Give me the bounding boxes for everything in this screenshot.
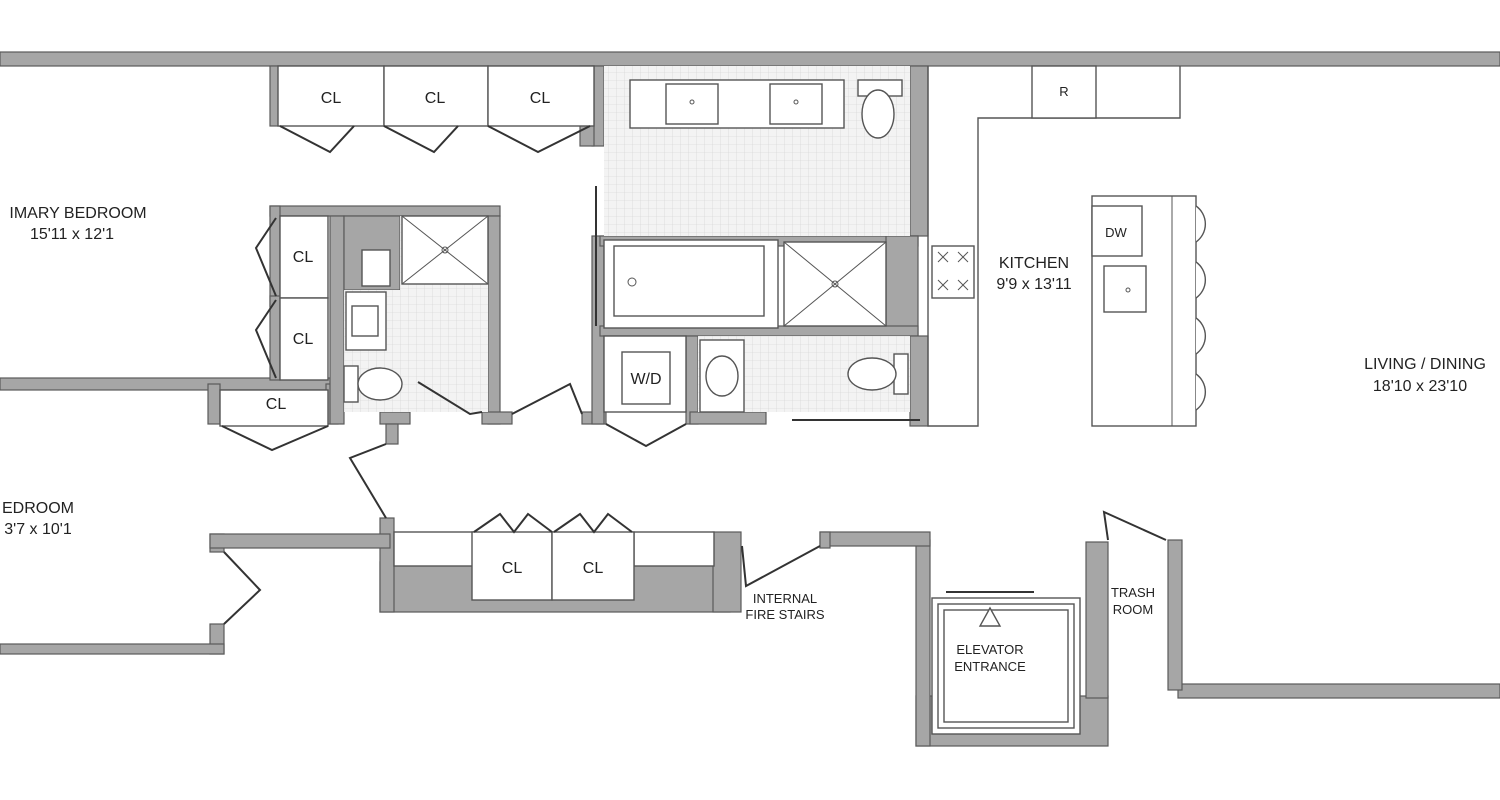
closet-label: CL (425, 90, 446, 107)
kitchen-dims: 9'9 x 13'11 (996, 276, 1071, 293)
hall-closets: CL CL (393, 512, 715, 601)
building-core (741, 510, 1167, 735)
trash-room-label-1: TRASH (1111, 585, 1155, 600)
closet-label: CL (530, 90, 551, 107)
fire-stairs-label-1: INTERNAL (753, 591, 817, 606)
refrigerator-label: R (1059, 84, 1068, 99)
top-closets: CL CL CL (277, 65, 595, 154)
living-dining-name: LIVING / DINING (1364, 356, 1486, 373)
room-labels: IMARY BEDROOM 15'11 x 12'1 EDROOM 3'7 x … (2, 205, 1486, 674)
kitchen-name: KITCHEN (999, 255, 1069, 272)
trash-room-label-2: ROOM (1113, 602, 1153, 617)
elevator-label-2: ENTRANCE (954, 659, 1026, 674)
closet-label: CL (266, 396, 287, 413)
hall-doors (223, 382, 583, 625)
primary-bedroom-dims: 15'11 x 12'1 (30, 226, 114, 243)
closet-label: CL (502, 560, 523, 577)
closet-label: CL (293, 331, 314, 348)
fire-stairs-label-2: FIRE STAIRS (745, 607, 825, 622)
closet-label: CL (583, 560, 604, 577)
washer-dryer-label: W/D (630, 371, 661, 388)
closet-label: CL (321, 90, 342, 107)
kitchen: R DW (927, 65, 1206, 427)
interior-walls (0, 65, 929, 445)
elevator-label-1: ELEVATOR (956, 642, 1023, 657)
primary-bedroom-closets: CL CL CL (219, 215, 329, 452)
laundry-closet: W/D (603, 335, 687, 448)
bedroom-name: EDROOM (2, 500, 74, 517)
dishwasher-label: DW (1105, 225, 1127, 240)
main-bath (595, 66, 920, 421)
ensuite-bath (343, 215, 489, 416)
closet-label: CL (293, 249, 314, 266)
bedroom-dims: 3'7 x 10'1 (4, 521, 72, 538)
primary-bedroom-name: IMARY BEDROOM (9, 205, 146, 222)
living-dining-dims: 18'10 x 23'10 (1373, 378, 1467, 395)
